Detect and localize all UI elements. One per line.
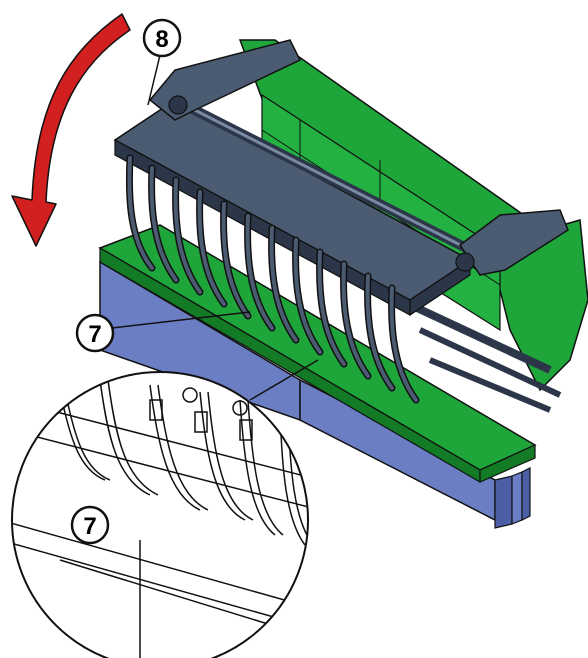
detail-view-icon	[11, 371, 309, 658]
side-bars	[398, 296, 562, 413]
callout-7-main-label: 7	[88, 321, 101, 348]
callout-8-label: 8	[155, 26, 168, 53]
rotation-arrow-icon	[11, 13, 131, 247]
tines-fill	[127, 156, 418, 402]
tine-frame	[113, 39, 569, 317]
callout-8: 8	[142, 18, 182, 58]
leader-7-main	[111, 311, 251, 329]
leader-8	[147, 54, 161, 106]
callout-7-detail-label: 7	[83, 513, 96, 540]
bale-block	[99, 260, 531, 529]
leader-detail-link	[249, 359, 319, 401]
callout-7-main: 7	[75, 313, 115, 353]
callout-7-detail: 7	[70, 505, 110, 545]
